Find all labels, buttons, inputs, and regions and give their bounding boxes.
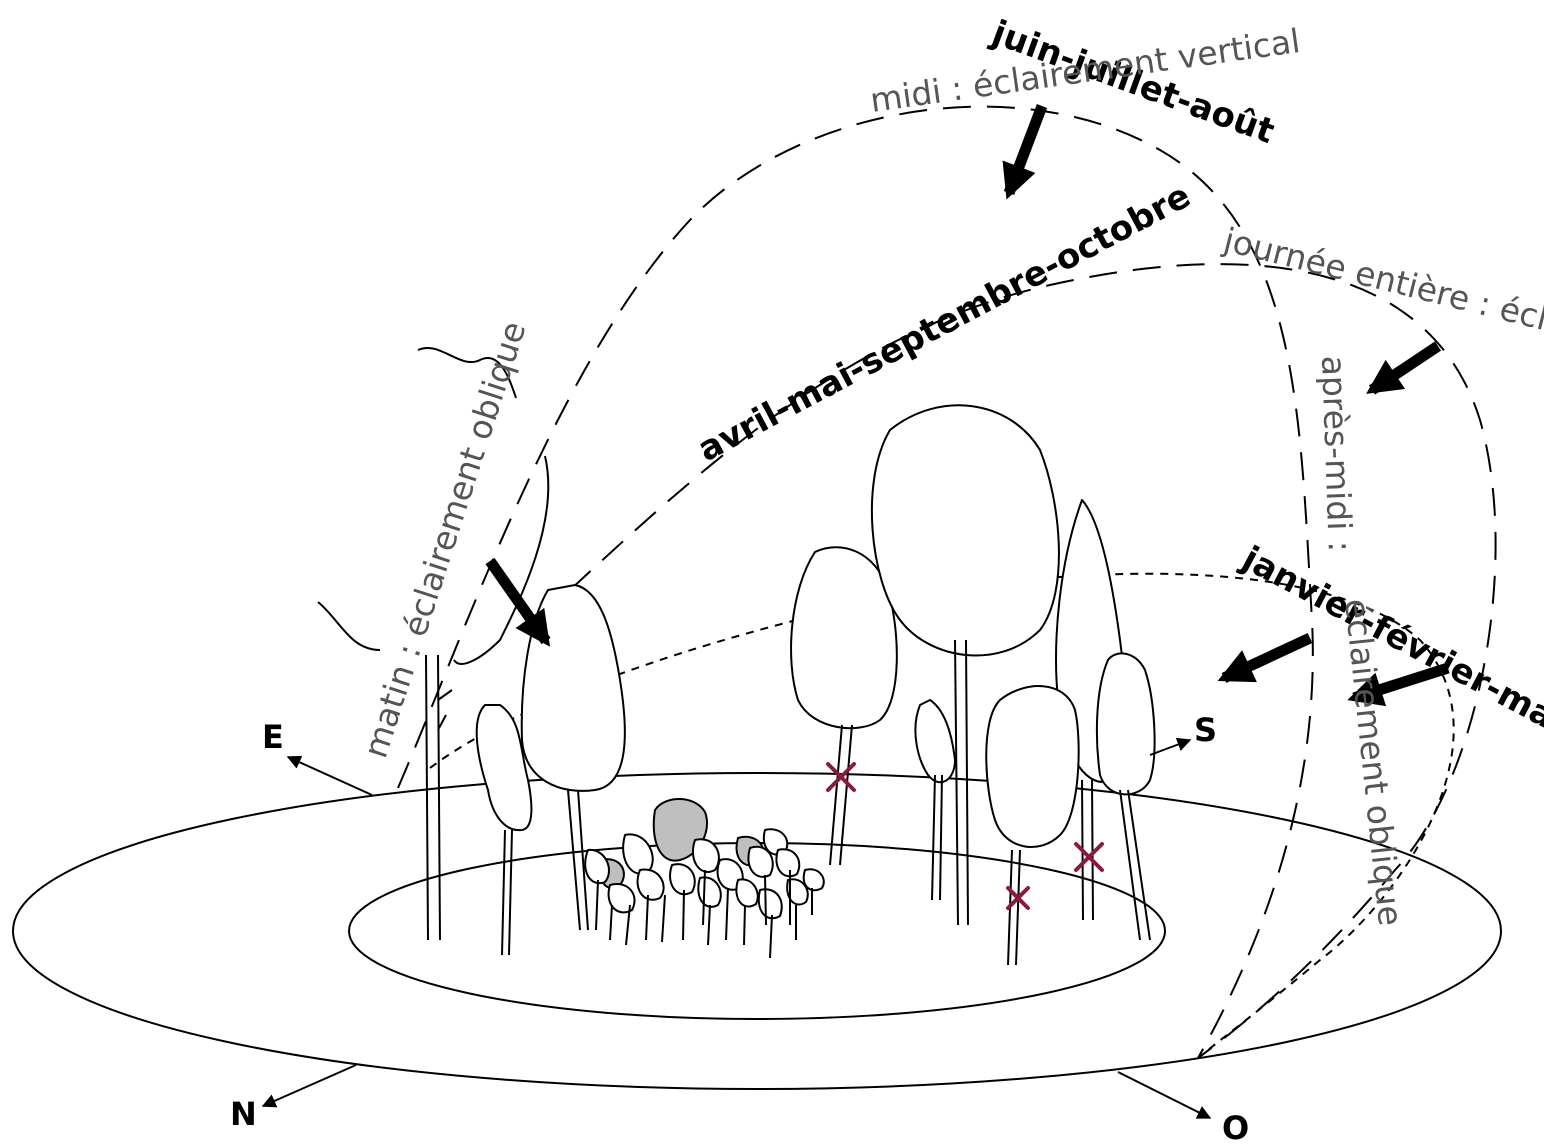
tree-middle bbox=[791, 547, 897, 865]
sun-arrow-full-day bbox=[1372, 346, 1438, 390]
compass-arrow-west bbox=[1118, 1072, 1210, 1118]
cross-marker-right bbox=[1076, 844, 1102, 870]
sun-arrow-noon bbox=[1009, 106, 1042, 193]
tree-right-small bbox=[915, 700, 955, 900]
wavy-stroke-left bbox=[318, 602, 380, 650]
cardinal-south-label: S bbox=[1194, 711, 1217, 749]
compass-arrow-east bbox=[288, 757, 372, 795]
undergrowth-cluster bbox=[585, 799, 824, 958]
sun-arrow-afternoon bbox=[1224, 638, 1310, 678]
cardinal-west-label: O bbox=[1222, 1109, 1249, 1145]
outer-ground-ellipse bbox=[13, 773, 1501, 1089]
compass-arrow-south bbox=[1150, 740, 1190, 755]
lighting-afternoon-label-a: après-midi : bbox=[1314, 355, 1360, 553]
cardinal-east-label: E bbox=[262, 718, 284, 756]
tree-right-front bbox=[986, 686, 1078, 965]
cardinal-north-label: N bbox=[230, 1095, 257, 1133]
cross-marker-middle bbox=[828, 764, 854, 790]
compass-arrow-north bbox=[263, 1065, 356, 1106]
